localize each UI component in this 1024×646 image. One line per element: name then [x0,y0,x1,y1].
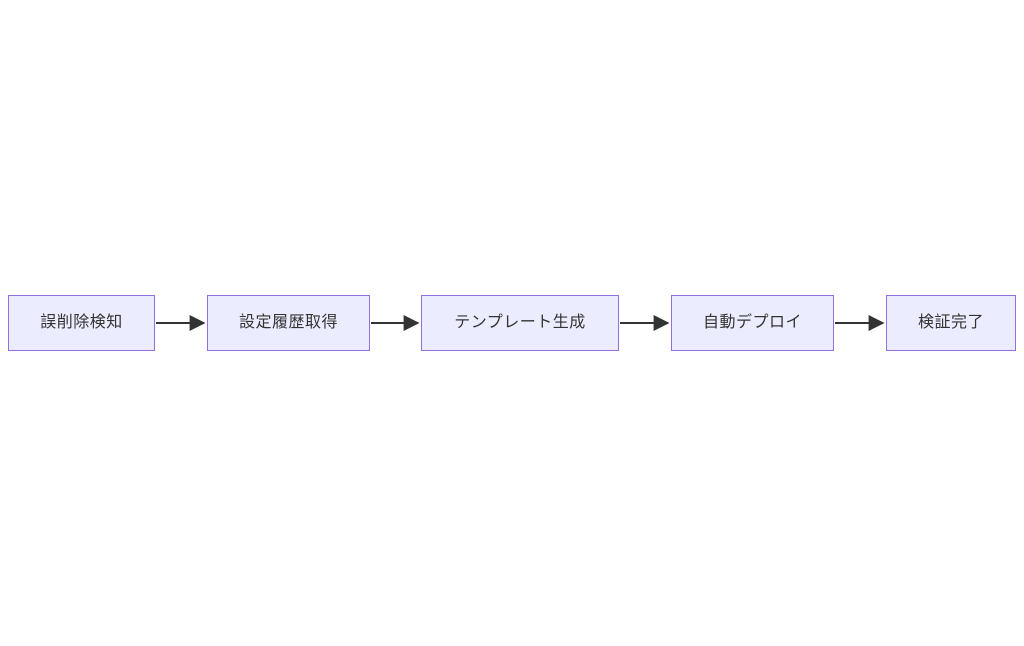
flow-node-auto-deploy: 自動デプロイ [671,295,834,351]
flow-node-template-generation: テンプレート生成 [421,295,619,351]
flow-node-label: テンプレート生成 [454,314,586,331]
flow-node-misdelete-detection: 誤削除検知 [8,295,155,351]
flow-node-label: 検証完了 [917,314,984,331]
flow-node-label: 誤削除検知 [40,314,123,331]
flow-node-label: 設定履歴取得 [238,314,338,331]
flow-node-config-history-fetch: 設定履歴取得 [207,295,370,351]
flow-node-label: 自動デプロイ [702,314,802,331]
flow-node-verification-complete: 検証完了 [886,295,1016,351]
